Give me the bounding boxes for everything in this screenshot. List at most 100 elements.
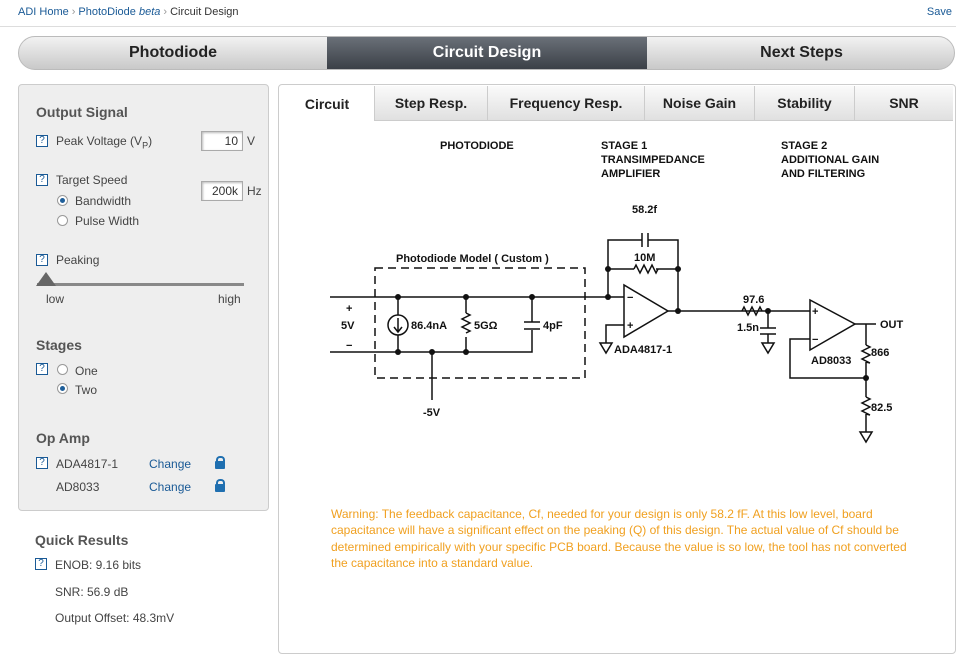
out-label: OUT bbox=[880, 319, 904, 331]
opamp1-minus: − bbox=[627, 292, 633, 304]
nav-step-next-steps[interactable]: Next Steps bbox=[760, 44, 843, 61]
change-op-amp-1-link[interactable]: Change bbox=[149, 457, 192, 471]
breadcrumb-app[interactable]: PhotoDiode beta bbox=[78, 6, 160, 18]
stages-two-radio[interactable] bbox=[57, 383, 68, 394]
step-nav: Photodiode Circuit Design Next Steps bbox=[18, 36, 955, 70]
content-panel bbox=[278, 84, 956, 654]
stages-one-radio[interactable] bbox=[57, 364, 68, 375]
peak-voltage-label: Peak Voltage (VP) bbox=[56, 134, 152, 150]
neg-supply-label: -5V bbox=[423, 407, 441, 419]
target-speed-input[interactable]: 200k bbox=[201, 181, 243, 201]
peak-voltage-unit: V bbox=[247, 134, 256, 148]
help-icon[interactable]: ? bbox=[36, 174, 48, 186]
peak-voltage-text: Peak Voltage (V bbox=[56, 134, 143, 148]
pulse-width-radio[interactable] bbox=[57, 215, 68, 226]
peaking-slider-track[interactable] bbox=[37, 283, 244, 286]
help-icon[interactable]: ? bbox=[36, 135, 48, 147]
op-amp-1-name: ADA4817-1 bbox=[56, 457, 119, 471]
tab-circuit[interactable]: Circuit bbox=[280, 86, 375, 121]
bias-plus: + bbox=[346, 303, 352, 315]
stage2-line3: AND FILTERING bbox=[781, 168, 865, 180]
bias-voltage: 5V bbox=[341, 320, 355, 332]
filter-resistor-value: 97.6 bbox=[743, 294, 764, 306]
lock-icon[interactable] bbox=[215, 479, 225, 492]
photodiode-model-box bbox=[374, 267, 586, 379]
opamp2-plus: + bbox=[812, 306, 818, 318]
quick-results-heading: Quick Results bbox=[35, 532, 129, 548]
peaking-low-label: low bbox=[46, 292, 65, 306]
stages-one-label: One bbox=[75, 364, 98, 378]
stage1-wires bbox=[605, 239, 760, 343]
gain-resistor-bottom-value: 82.5 bbox=[871, 402, 892, 414]
peak-voltage-subscript: P bbox=[142, 140, 149, 151]
current-source-value: 86.4nA bbox=[411, 320, 447, 332]
ground-icon bbox=[598, 342, 614, 355]
photodiode-wires bbox=[330, 296, 624, 400]
feedback-cap-value: 58.2f bbox=[632, 204, 657, 216]
op-amp-heading: Op Amp bbox=[36, 430, 90, 446]
peak-voltage-input[interactable]: 10 bbox=[201, 131, 243, 151]
breadcrumb-app-label: PhotoDiode bbox=[78, 6, 136, 18]
shunt-resistor-value: 5GΩ bbox=[474, 320, 498, 332]
stages-two-label: Two bbox=[75, 383, 98, 397]
help-icon[interactable]: ? bbox=[36, 457, 48, 469]
save-link[interactable]: Save bbox=[926, 6, 952, 18]
op-amp-2-name: AD8033 bbox=[56, 480, 100, 494]
divider bbox=[0, 26, 956, 27]
stage2-title: STAGE 2 bbox=[781, 140, 827, 152]
help-icon[interactable]: ? bbox=[35, 558, 47, 570]
bandwidth-radio[interactable] bbox=[57, 195, 68, 206]
opamp1-label: ADA4817-1 bbox=[614, 344, 672, 356]
gain-resistor-top-value: 866 bbox=[871, 347, 889, 359]
filter-wires bbox=[760, 310, 810, 355]
opamp1-plus: + bbox=[627, 320, 633, 332]
enob-result: ENOB: 9.16 bits bbox=[55, 558, 142, 572]
current-arrow-icon bbox=[393, 318, 403, 334]
lock-icon[interactable] bbox=[215, 456, 225, 469]
opamp2-triangle bbox=[809, 298, 857, 352]
filter-cap-value: 1.5n bbox=[737, 322, 759, 334]
tab-noise-gain[interactable]: Noise Gain bbox=[645, 86, 755, 121]
stage1-line2: TRANSIMPEDANCE bbox=[601, 154, 705, 166]
change-op-amp-2-link[interactable]: Change bbox=[149, 480, 192, 494]
filter-resistor bbox=[741, 305, 763, 317]
gain-resistor-top bbox=[860, 344, 872, 364]
help-icon[interactable]: ? bbox=[36, 254, 48, 266]
junction-dots bbox=[395, 266, 869, 381]
opamp2-minus: − bbox=[812, 334, 818, 346]
junction-cap-value: 4pF bbox=[543, 320, 563, 332]
breadcrumb-home[interactable]: ADI Home bbox=[18, 6, 69, 18]
bandwidth-label: Bandwidth bbox=[75, 194, 132, 208]
peaking-slider-handle[interactable] bbox=[36, 272, 56, 286]
shunt-resistor bbox=[460, 312, 472, 334]
breadcrumb: ADI Home›PhotoDiode beta›Circuit Design bbox=[18, 6, 239, 18]
tab-stability[interactable]: Stability bbox=[755, 86, 855, 121]
chevron-right-icon: › bbox=[71, 6, 76, 18]
current-source-icon bbox=[387, 314, 409, 336]
nav-step-circuit-design[interactable]: Circuit Design bbox=[327, 37, 647, 69]
breadcrumb-current: Circuit Design bbox=[170, 6, 239, 18]
feedback-resistor-value: 10M bbox=[634, 252, 655, 264]
stage2-line2: ADDITIONAL GAIN bbox=[781, 154, 879, 166]
tab-snr[interactable]: SNR bbox=[855, 86, 953, 121]
snr-result: SNR: 56.9 dB bbox=[55, 585, 129, 599]
opamp2-label: AD8033 bbox=[811, 355, 851, 367]
photodiode-model-label: Photodiode Model ( Custom ) bbox=[396, 253, 549, 265]
gain-resistor-bottom bbox=[860, 396, 872, 416]
stage1-title: STAGE 1 bbox=[601, 140, 647, 152]
stage1-line3: AMPLIFIER bbox=[601, 168, 660, 180]
tab-frequency-response[interactable]: Frequency Resp. bbox=[488, 86, 645, 121]
tab-step-response[interactable]: Step Resp. bbox=[375, 86, 488, 121]
tab-bar: Circuit Step Resp. Frequency Resp. Noise… bbox=[280, 86, 953, 121]
opamp1-triangle bbox=[623, 283, 670, 339]
bias-minus: − bbox=[346, 340, 352, 352]
peaking-high-label: high bbox=[218, 292, 241, 306]
pulse-width-label: Pulse Width bbox=[75, 214, 140, 228]
help-icon[interactable]: ? bbox=[36, 363, 48, 375]
photodiode-header: PHOTODIODE bbox=[440, 140, 514, 152]
nav-step-photodiode[interactable]: Photodiode bbox=[129, 44, 217, 61]
output-offset-result: Output Offset: 48.3mV bbox=[55, 611, 175, 625]
feedback-cap-warning: Warning: The feedback capacitance, Cf, n… bbox=[331, 507, 907, 570]
chevron-right-icon: › bbox=[163, 6, 168, 18]
